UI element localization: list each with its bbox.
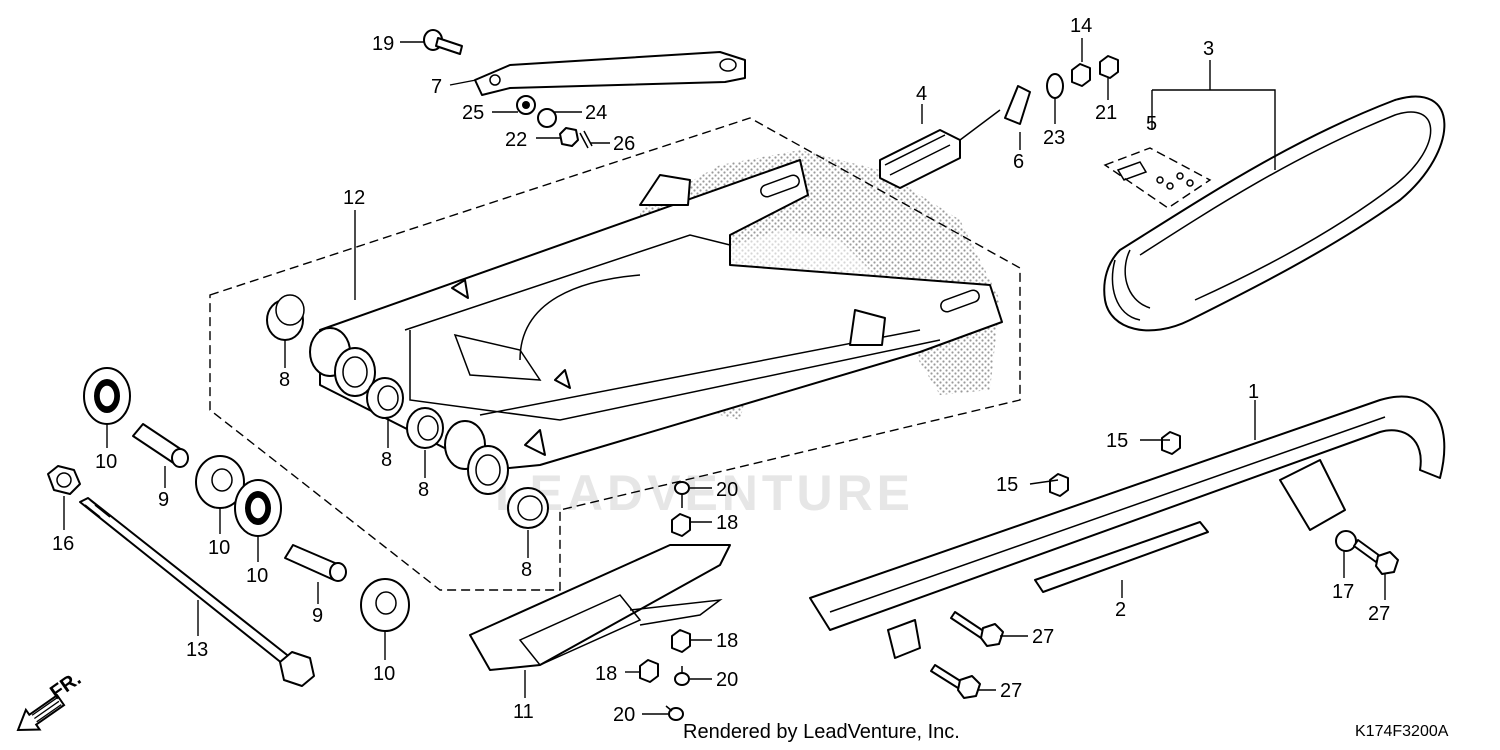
callout-4: 4 bbox=[916, 83, 927, 105]
callout-20-a: 20 bbox=[716, 479, 738, 501]
nut-18-b bbox=[671, 629, 691, 653]
callout-1: 1 bbox=[1248, 381, 1259, 403]
screw-20-c bbox=[665, 705, 684, 721]
rendered-by-credit: Rendered by LeadVenture, Inc. bbox=[683, 721, 960, 743]
nut-18-a bbox=[671, 513, 691, 537]
callout-20-b: 20 bbox=[716, 669, 738, 691]
callout-12: 12 bbox=[343, 187, 365, 209]
callout-14: 14 bbox=[1070, 15, 1092, 37]
callout-15-b: 15 bbox=[996, 474, 1018, 496]
drive-chain-3 bbox=[1103, 95, 1446, 332]
callout-15-a: 15 bbox=[1106, 430, 1128, 452]
bushing-8-c bbox=[406, 407, 444, 449]
pivot-bolt-13 bbox=[79, 497, 315, 687]
callout-6: 6 bbox=[1013, 151, 1024, 173]
callout-17: 17 bbox=[1332, 581, 1354, 603]
callout-10-c: 10 bbox=[246, 565, 268, 587]
nut-22 bbox=[559, 127, 579, 147]
leader-lines bbox=[63, 38, 1386, 715]
chain-slider-11 bbox=[469, 544, 731, 671]
callout-18-a: 18 bbox=[716, 512, 738, 534]
pin-26 bbox=[579, 130, 593, 149]
bushing-8-a bbox=[266, 294, 305, 341]
callout-23: 23 bbox=[1043, 127, 1065, 149]
bushing-8-d bbox=[507, 487, 549, 529]
chain-adjuster-4 bbox=[879, 109, 1001, 189]
bearing-10-a bbox=[83, 367, 131, 425]
washer-10-d bbox=[360, 578, 410, 632]
washer-24 bbox=[537, 108, 557, 128]
callout-8-a: 8 bbox=[279, 369, 290, 391]
chain-case-strip-2 bbox=[1034, 521, 1209, 593]
callout-11: 11 bbox=[513, 701, 534, 723]
callout-25: 25 bbox=[462, 102, 484, 124]
callout-26: 26 bbox=[613, 133, 635, 155]
nut-15-a bbox=[1161, 431, 1181, 455]
callout-2: 2 bbox=[1115, 599, 1126, 621]
callout-9-b: 9 bbox=[312, 605, 323, 627]
callout-18-b: 18 bbox=[716, 630, 738, 652]
callout-7: 7 bbox=[431, 76, 442, 98]
callout-22: 22 bbox=[505, 129, 527, 151]
washer-25 bbox=[516, 95, 536, 115]
bushing-8-b bbox=[366, 377, 404, 419]
callout-3: 3 bbox=[1203, 38, 1214, 60]
screw-20-a bbox=[674, 481, 690, 508]
collar-9-a bbox=[132, 423, 189, 468]
bolt-19 bbox=[423, 29, 463, 55]
callout-20-c: 20 bbox=[613, 704, 635, 726]
washer-17 bbox=[1335, 530, 1357, 552]
callout-8-d: 8 bbox=[521, 559, 532, 581]
nut-18-c bbox=[639, 659, 659, 683]
callout-18-c: 18 bbox=[595, 663, 617, 685]
callout-9-a: 9 bbox=[158, 489, 169, 511]
callout-10-b: 10 bbox=[208, 537, 230, 559]
callout-8-b: 8 bbox=[381, 449, 392, 471]
callout-8-c: 8 bbox=[418, 479, 429, 501]
nut-16 bbox=[47, 465, 81, 495]
callout-27-b: 27 bbox=[1032, 626, 1054, 648]
callout-16: 16 bbox=[52, 533, 74, 555]
nut-15-b bbox=[1049, 473, 1069, 497]
nut-21 bbox=[1099, 55, 1119, 79]
chain-joint-kit-5 bbox=[1103, 147, 1212, 209]
nut-14 bbox=[1071, 63, 1091, 87]
figure-code: K174F3200A bbox=[1355, 723, 1449, 740]
callout-19: 19 bbox=[372, 33, 394, 55]
callout-21: 21 bbox=[1095, 102, 1117, 124]
callout-10-d: 10 bbox=[373, 663, 395, 685]
callouts: 1 2 3 4 5 6 7 8 8 8 8 9 9 10 10 10 10 11… bbox=[52, 15, 1390, 726]
callout-27-c: 27 bbox=[1000, 680, 1022, 702]
screw-20-b bbox=[674, 666, 690, 686]
watermark-text: LEADVENTURE bbox=[495, 465, 914, 521]
callout-13: 13 bbox=[186, 639, 208, 661]
callout-27-a: 27 bbox=[1368, 603, 1390, 625]
washer-23 bbox=[1046, 73, 1064, 99]
swingarm bbox=[309, 159, 1003, 495]
bolt-27-a bbox=[1353, 539, 1399, 575]
swingarm-group-outline bbox=[209, 117, 1021, 591]
callout-10-a: 10 bbox=[95, 451, 117, 473]
chain-slider-arm-7 bbox=[474, 51, 746, 96]
chain-case-1 bbox=[809, 395, 1446, 659]
callout-24: 24 bbox=[585, 102, 607, 124]
bolt-27-b bbox=[950, 611, 1004, 647]
bolt-27-c bbox=[930, 664, 981, 699]
collar-9-b bbox=[284, 544, 347, 582]
bearing-10-c bbox=[234, 479, 282, 537]
front-arrow-icon bbox=[16, 693, 66, 732]
callout-5: 5 bbox=[1146, 113, 1157, 135]
adjuster-plate-6 bbox=[1004, 85, 1031, 125]
